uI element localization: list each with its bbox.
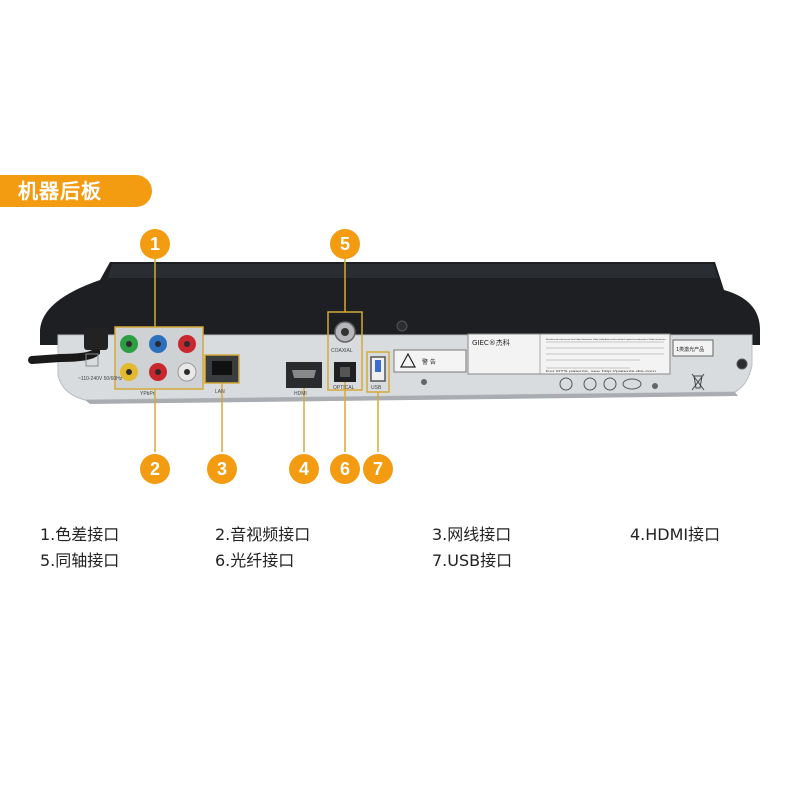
certification-mark [583, 377, 597, 391]
panel-label-ypbpr: YPbPr [140, 391, 155, 397]
panel-label-coaxial: COAXIAL [331, 348, 353, 354]
callout-marker-3: 3 [207, 454, 237, 484]
callout-marker-5: 5 [330, 229, 360, 259]
chassis-top [40, 262, 760, 345]
legend-item-2: 2.音视频接口 [215, 525, 311, 544]
screw-small [652, 383, 658, 389]
jack-audio-red-core [155, 369, 161, 375]
recycle-bin-icon [691, 373, 705, 391]
callout-marker-2: 2 [140, 454, 170, 484]
screw [736, 358, 748, 370]
warning-sticker-text: 警 告 [422, 358, 436, 366]
legend-item-1: 1.色差接口 [40, 525, 120, 544]
callout-marker-6: 6 [330, 454, 360, 484]
hdmi-port-slot [292, 370, 316, 378]
section-title: 机器后板 [18, 179, 102, 203]
panel-label-optical: OPTICAL [333, 385, 355, 391]
legend-item-6: 6.光纤接口 [215, 551, 295, 570]
laser-class-badge-text: 1类激光产品 [676, 346, 704, 353]
panel-label-power: ~110-240V 50/60Hz [78, 376, 123, 382]
section-title-banner: 机器后板 [0, 175, 152, 207]
jack-pr-red-core [184, 341, 190, 347]
callout-marker-4: 4 [289, 454, 319, 484]
panel-label-hdmi: HDMI [294, 391, 307, 397]
lan-port-inner [212, 361, 232, 375]
dts-notice: For DTS patents, see http://patents.dts.… [546, 369, 657, 373]
jack-audio-white-core [184, 369, 190, 375]
screw [396, 320, 408, 332]
certification-mark [559, 377, 573, 391]
chassis-top-highlight [108, 264, 718, 278]
certification-mark [622, 378, 642, 390]
panel-label-lan: LAN [215, 389, 225, 395]
screw-small [421, 379, 427, 385]
optical-port-inner [340, 367, 350, 377]
power-plug [84, 328, 108, 350]
callout-marker-7: 7 [363, 454, 393, 484]
back-panel-shadow [85, 392, 738, 404]
usb-port-tongue [375, 360, 381, 372]
laser-class-badge [672, 339, 714, 357]
legend-item-7: 7.USB接口 [432, 551, 513, 570]
coaxial-jack-core [341, 328, 349, 336]
jack-video-yellow-core [126, 369, 132, 375]
callout-marker-1: 1 [140, 229, 170, 259]
legend-item-5: 5.同轴接口 [40, 551, 120, 570]
certification-mark [603, 377, 617, 391]
power-cord [28, 341, 100, 364]
legend-item-3: 3.网线接口 [432, 525, 512, 544]
dolby-notice: Manufactured under license from Dolby La… [546, 338, 666, 341]
panel-label-usb: USB [371, 385, 382, 391]
legend-item-4: 4.HDMI接口 [630, 525, 721, 544]
brand-label: GIEC®杰科 [472, 338, 510, 347]
warning-triangle-icon [399, 352, 417, 368]
jack-y-green-core [126, 341, 132, 347]
power-socket-icon [85, 353, 99, 367]
jack-pb-blue-core [155, 341, 161, 347]
